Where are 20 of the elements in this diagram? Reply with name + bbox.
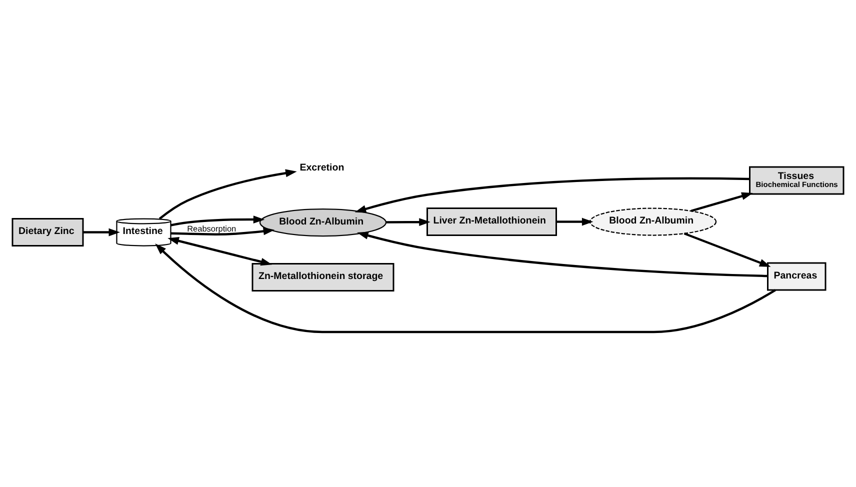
node-box: Pancreas (767, 262, 826, 291)
arrow (158, 169, 297, 220)
arrow (170, 227, 275, 236)
node-box: Zn-Metallothionein storage (252, 263, 394, 292)
node-box: Liver Zn-Metallothionein (426, 208, 557, 236)
node-box: Tissues Biochemical Functions (749, 166, 844, 195)
arrow (556, 218, 594, 226)
edge-label: Reabsorption (187, 224, 236, 234)
node-box: Dietary Zinc (12, 218, 84, 246)
arrow (354, 177, 750, 213)
arrow (168, 237, 272, 266)
arrow (170, 216, 265, 226)
arrow (83, 228, 120, 236)
arrow (357, 232, 768, 278)
node-ellipse: Blood Zn-Albumin (589, 208, 717, 236)
arrow (684, 232, 771, 267)
arrow (155, 244, 776, 334)
arrow (386, 218, 430, 226)
node-text: Excretion (300, 162, 344, 174)
arrow (690, 192, 753, 212)
